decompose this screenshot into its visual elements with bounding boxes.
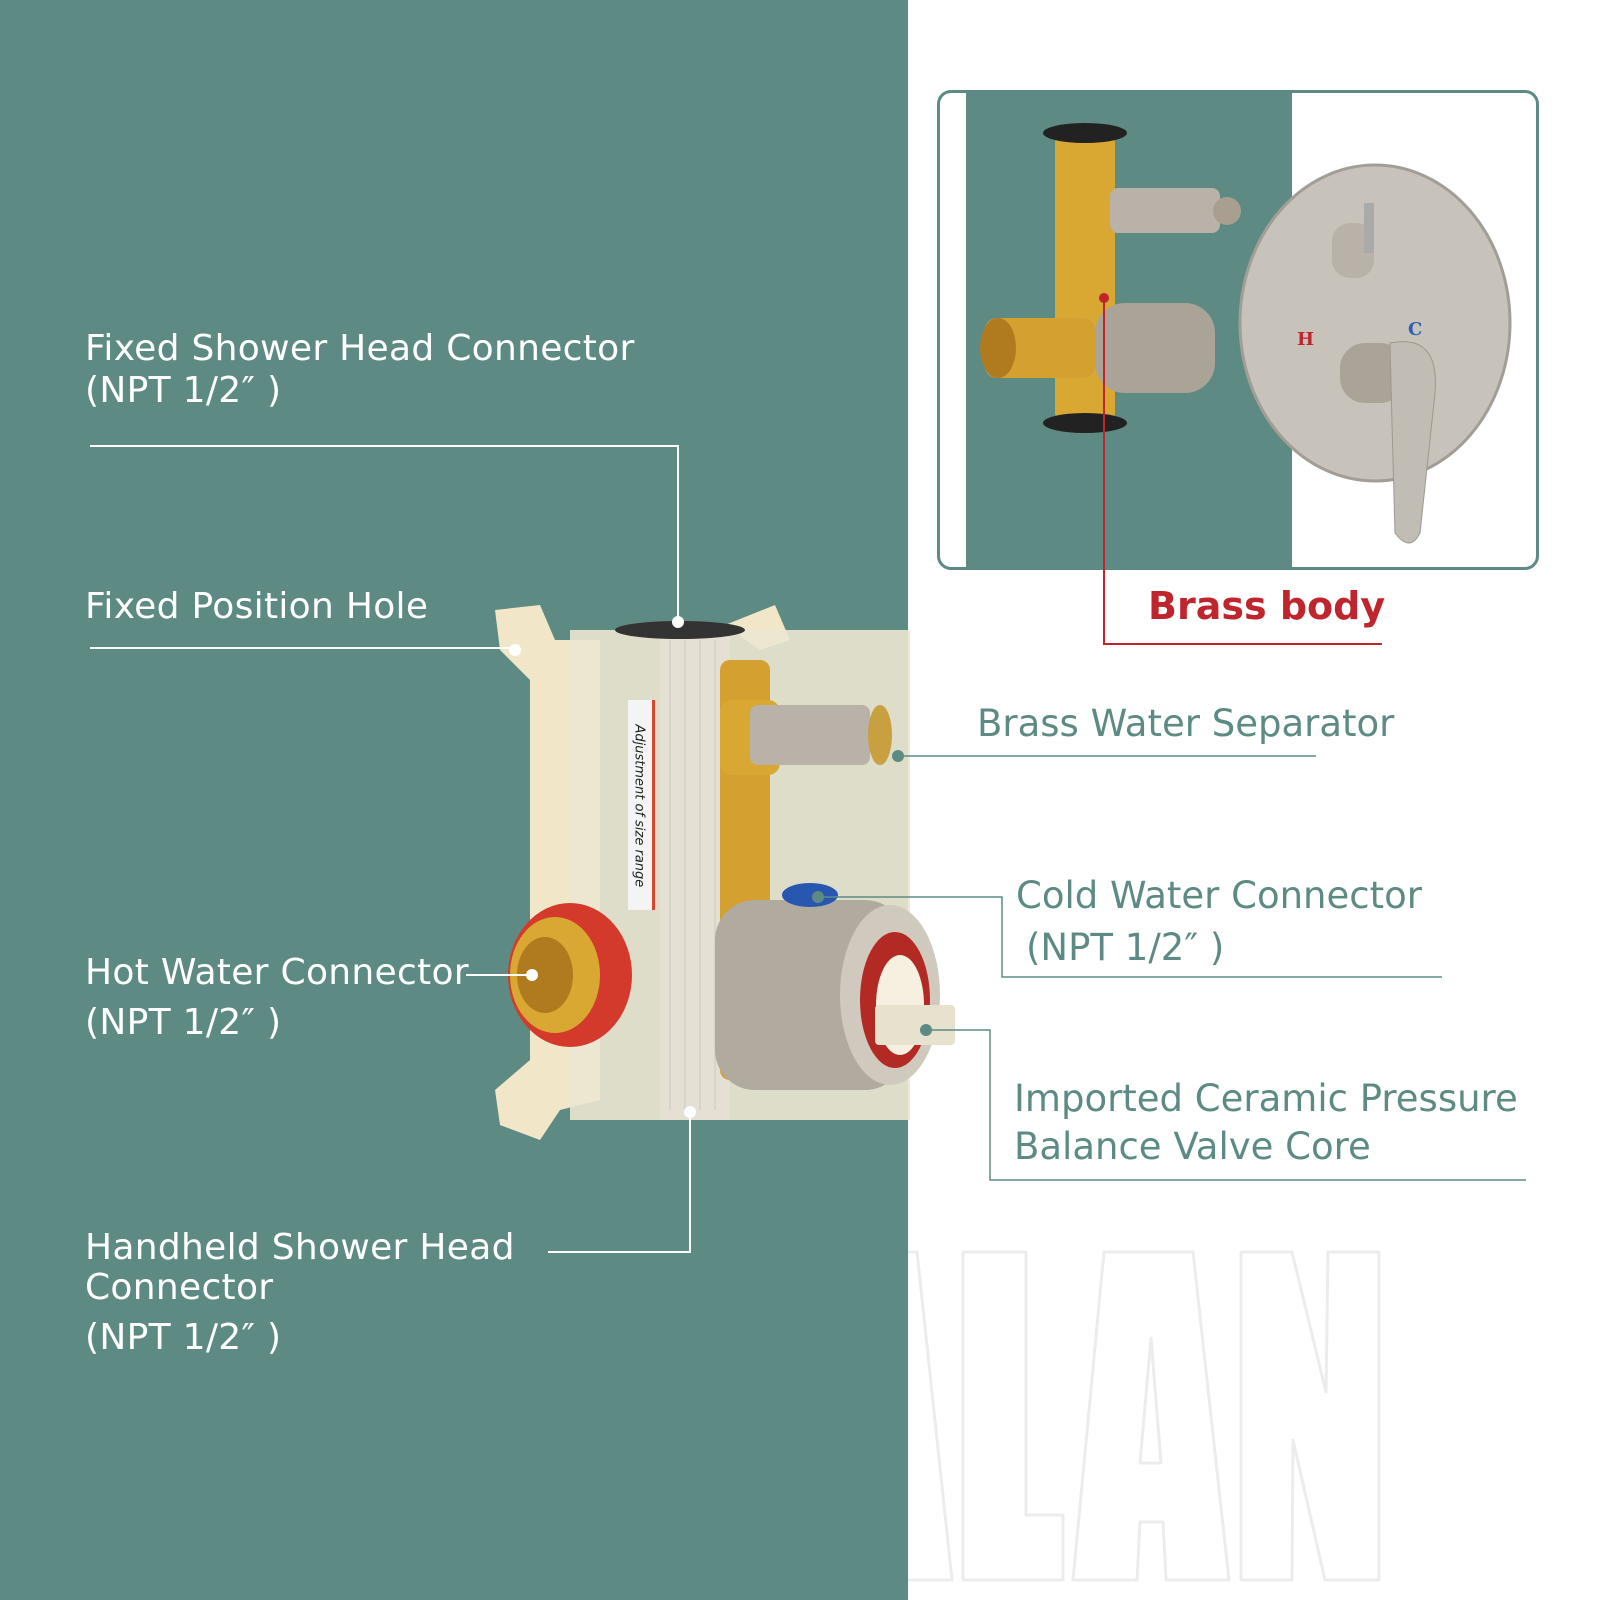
label-hot-water: Hot Water Connector (NPT 1/2″ ) [85,948,469,1048]
label-fixed-shower-head: Fixed Shower Head Connector (NPT 1/2″ ) [85,328,635,412]
label-cold-water: Cold Water Connector (NPT 1/2″ ) [1016,870,1422,974]
watermark-letter-a-partial [908,1250,954,1582]
label-line: (NPT 1/2″ ) [85,1002,282,1043]
cold-indicator: C [1408,319,1422,340]
label-line: (NPT 1/2″ ) [1026,926,1225,969]
label-line: Cold Water Connector [1016,874,1422,917]
label-brass-water-separator: Brass Water Separator [977,702,1395,745]
label-line: (NPT 1/2″ ) [85,1317,282,1358]
label-line: Balance Valve Core [1014,1125,1371,1168]
watermark-letter-a [1071,1250,1231,1582]
brass-body-inset-photo: H C [937,90,1539,570]
label-line: (NPT 1/2″ ) [85,370,282,411]
sticker-text: Adjustment of size range [631,724,647,888]
rough-in-valve-illustration [495,605,955,1140]
brand-watermark [908,1250,1381,1582]
label-line: Hot Water Connector [85,952,469,993]
label-line: Fixed Shower Head Connector [85,328,635,369]
label-line: Connector [85,1267,274,1308]
valve-trim-illustration: H C [980,123,1512,544]
watermark-letter-n [1239,1250,1381,1582]
watermark-letter-l [961,1250,1065,1582]
label-handheld-shower-head: Handheld Shower Head Connector (NPT 1/2″… [85,1228,515,1358]
hot-indicator: H [1297,329,1314,350]
label-fixed-position-hole: Fixed Position Hole [85,586,429,627]
size-adjustment-sticker: Adjustment of size range [628,700,655,910]
label-brass-body: Brass body [1148,584,1386,628]
label-valve-core: Imported Ceramic Pressure Balance Valve … [1014,1075,1518,1171]
label-line: Handheld Shower Head [85,1227,515,1268]
label-line: Imported Ceramic Pressure [1014,1077,1518,1120]
